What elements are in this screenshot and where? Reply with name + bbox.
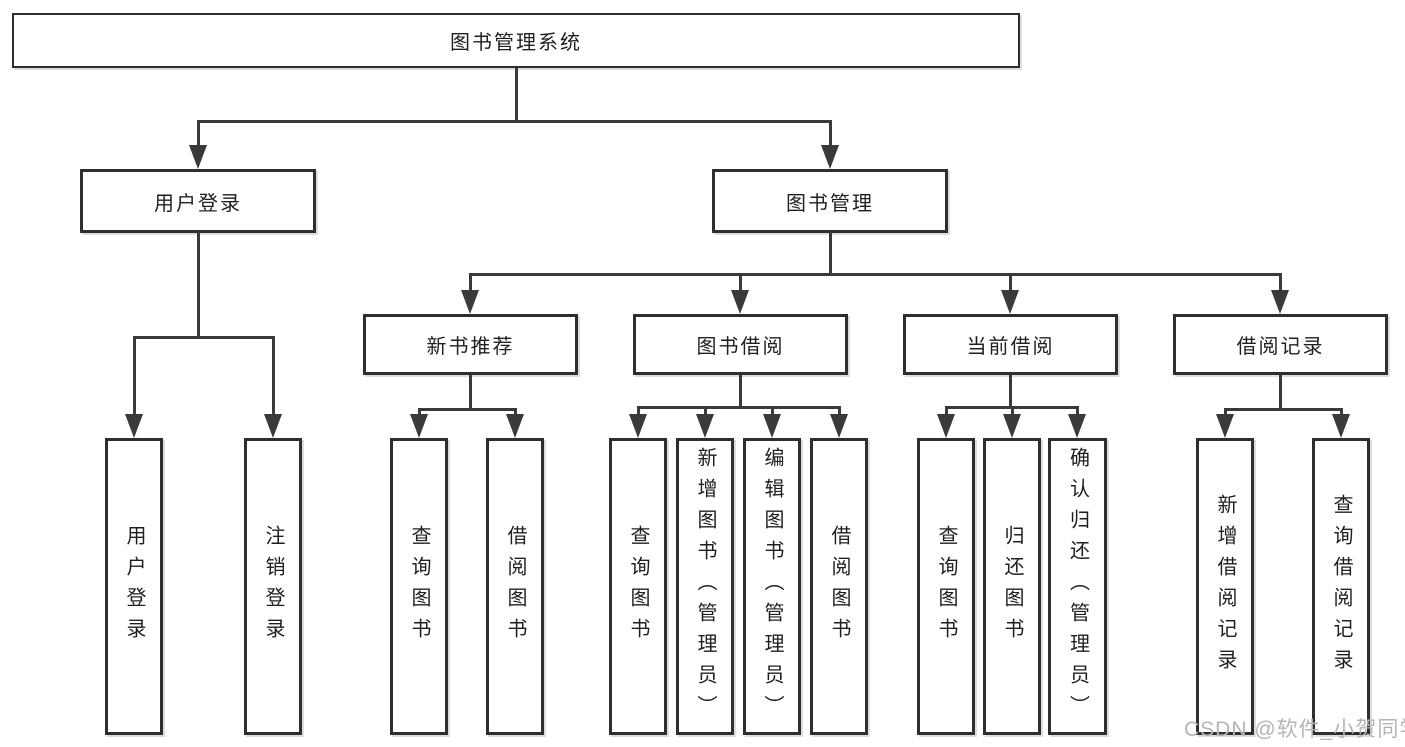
node-user-login: 用户登录 <box>80 169 316 233</box>
arrowhead-query-books-recommend <box>410 414 428 438</box>
connector-drop-add-book-admin <box>704 406 707 418</box>
connector-drop-book-management <box>829 120 832 148</box>
leaf-query-borrow-record: 查询借阅记录 <box>1312 438 1370 735</box>
node-book-management: 图书管理 <box>712 169 948 233</box>
connector-drop-user-login <box>197 120 200 148</box>
connector-book-management-bar <box>469 273 1281 276</box>
connector-book-borrow-bar <box>637 406 840 409</box>
leaf-confirm-return-admin-label: 确认归还（管理员） <box>1066 447 1089 726</box>
connector-drop-query-books-current <box>945 406 948 418</box>
csdn-watermark: CSDN @软件_小贺同学 <box>1184 718 1405 741</box>
connector-user-login-stem <box>197 232 200 339</box>
arrowhead-user-login <box>189 145 207 169</box>
leaf-logout-label: 注销登录 <box>262 524 284 649</box>
connector-drop-borrow-books-recommend <box>514 408 517 418</box>
connector-user-login-bar <box>133 336 274 339</box>
leaf-confirm-return-admin: 确认归还（管理员） <box>1048 438 1107 735</box>
arrowhead-edit-book-admin <box>763 414 781 438</box>
arrowhead-query-books-borrow <box>629 414 647 438</box>
leaf-borrow-books-borrow: 借阅图书 <box>810 438 868 735</box>
connector-drop-return-book <box>1011 406 1014 418</box>
leaf-edit-book-admin: 编辑图书（管理员） <box>743 438 801 735</box>
leaf-query-borrow-record-label: 查询借阅记录 <box>1330 493 1352 680</box>
leaf-borrow-books-borrow-label: 借阅图书 <box>828 524 850 649</box>
arrowhead-leaf-logout <box>264 414 282 438</box>
leaf-borrow-books-recommend-label: 借阅图书 <box>504 524 526 649</box>
connector-book-borrow-stem <box>739 375 742 409</box>
arrowhead-borrow-books-recommend <box>506 414 524 438</box>
leaf-query-books-borrow: 查询图书 <box>609 438 667 735</box>
leaf-logout: 注销登录 <box>244 438 302 735</box>
arrowhead-query-borrow-record <box>1332 414 1350 438</box>
node-book-borrow-label: 图书借阅 <box>696 336 785 358</box>
connector-drop-query-borrow-record <box>1340 408 1343 418</box>
connector-root-stem <box>515 68 518 123</box>
arrowhead-leaf-user-login <box>125 414 143 438</box>
arrowhead-book-borrow <box>731 290 749 314</box>
connector-drop-leaf-user-login <box>133 336 136 416</box>
leaf-add-borrow-record-label: 新增借阅记录 <box>1214 493 1236 680</box>
leaf-query-books-current: 查询图书 <box>917 438 975 735</box>
arrowhead-return-book <box>1003 414 1021 438</box>
connector-new-book-recommend-stem <box>469 375 472 411</box>
connector-drop-query-books-borrow <box>637 406 640 418</box>
leaf-add-borrow-record: 新增借阅记录 <box>1196 438 1254 735</box>
leaf-query-books-recommend-label: 查询图书 <box>408 524 430 649</box>
connector-drop-edit-book-admin <box>771 406 774 418</box>
node-current-borrow: 当前借阅 <box>903 314 1118 375</box>
node-book-management-label: 图书管理 <box>786 192 874 215</box>
connector-book-management-stem <box>829 232 832 276</box>
arrowhead-current-borrow <box>1001 290 1019 314</box>
connector-root-bar <box>197 120 832 123</box>
node-book-borrow: 图书借阅 <box>633 314 848 375</box>
connector-drop-borrow-books-borrow <box>838 406 841 418</box>
connector-drop-query-books-recommend <box>418 408 421 418</box>
node-current-borrow-label: 当前借阅 <box>966 336 1055 358</box>
arrowhead-add-borrow-record <box>1216 414 1234 438</box>
arrowhead-confirm-return-admin <box>1068 414 1086 438</box>
node-user-login-label: 用户登录 <box>154 192 242 215</box>
arrowhead-book-management <box>821 145 839 169</box>
leaf-add-book-admin: 新增图书（管理员） <box>676 438 734 735</box>
connector-drop-confirm-return-admin <box>1076 406 1079 418</box>
connector-drop-current-borrow <box>1009 273 1012 293</box>
arrowhead-borrow-records <box>1271 290 1289 314</box>
connector-drop-borrow-records <box>1279 273 1282 293</box>
leaf-query-books-borrow-label: 查询图书 <box>627 524 649 649</box>
connector-drop-new-book-recommend <box>469 273 472 293</box>
node-system-root: 图书管理系统 <box>12 13 1020 68</box>
connector-drop-leaf-logout <box>272 336 275 416</box>
arrowhead-borrow-books-borrow <box>830 414 848 438</box>
connector-borrow-records-bar <box>1224 408 1342 411</box>
leaf-return-book: 归还图书 <box>983 438 1041 735</box>
arrowhead-new-book-recommend <box>461 290 479 314</box>
leaf-query-books-current-label: 查询图书 <box>935 524 957 649</box>
leaf-add-book-admin-label: 新增图书（管理员） <box>694 447 716 726</box>
leaf-borrow-books-recommend: 借阅图书 <box>486 438 544 735</box>
arrowhead-query-books-current <box>937 414 955 438</box>
connector-drop-add-borrow-record <box>1224 408 1227 418</box>
connector-borrow-records-stem <box>1279 375 1282 411</box>
node-borrow-records: 借阅记录 <box>1173 314 1388 375</box>
leaf-user-login-label: 用户登录 <box>123 524 145 649</box>
leaf-user-login: 用户登录 <box>105 438 163 735</box>
leaf-edit-book-admin-label: 编辑图书（管理员） <box>761 447 783 726</box>
connector-drop-book-borrow <box>739 273 742 293</box>
node-system-root-label: 图书管理系统 <box>450 32 582 54</box>
connector-current-borrow-stem <box>1009 375 1012 409</box>
leaf-query-books-recommend: 查询图书 <box>390 438 448 735</box>
node-borrow-records-label: 借阅记录 <box>1236 336 1325 358</box>
node-new-book-recommend-label: 新书推荐 <box>426 336 515 358</box>
leaf-return-book-label: 归还图书 <box>1001 524 1023 649</box>
connector-new-book-recommend-bar <box>418 408 516 411</box>
arrowhead-add-book-admin <box>696 414 714 438</box>
node-new-book-recommend: 新书推荐 <box>363 314 578 375</box>
